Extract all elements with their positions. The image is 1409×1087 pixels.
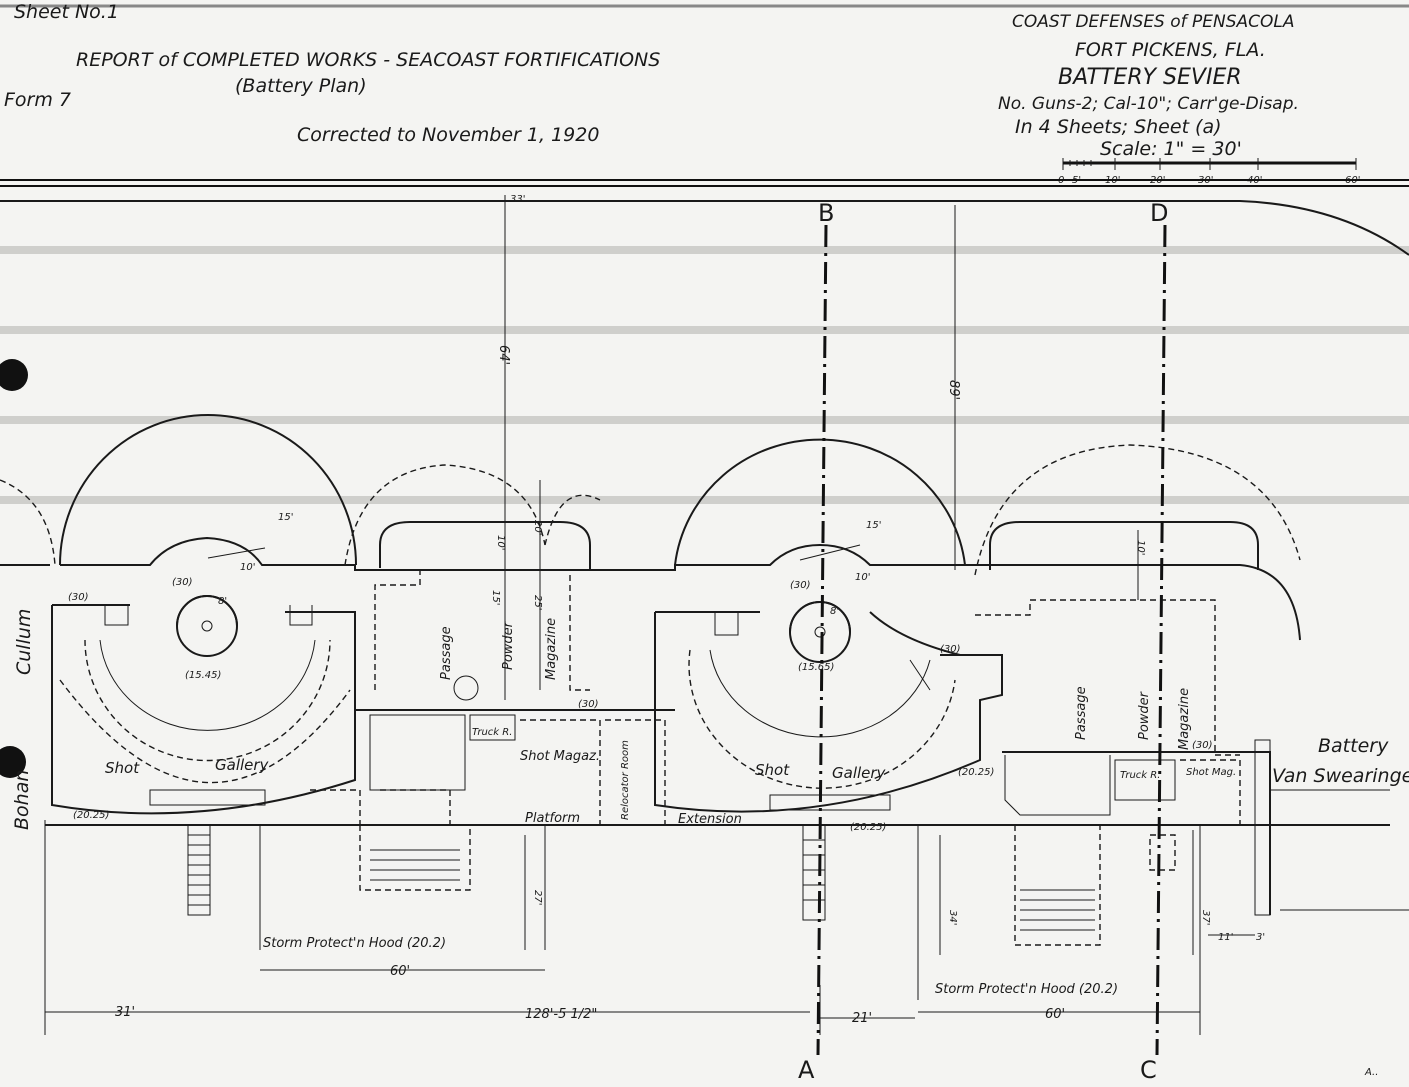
gun-emplacement-2 [654, 601, 1003, 921]
front-lines [44, 789, 1409, 1035]
extension-label: Extension [678, 812, 742, 827]
gun-emplacement-1 [51, 595, 356, 916]
report-title: REPORT of COMPLETED WORKS - SEACOAST FOR… [76, 49, 660, 71]
platform-label: Platform [525, 811, 580, 826]
dim-8: 8' [218, 596, 227, 607]
dim-10: 10' [495, 535, 506, 550]
form-number: Form 7 [4, 89, 71, 111]
elevation-labels: (30) (30) (15.45) (20.25) (30) (30) (15.… [68, 577, 1213, 833]
elevation: (30) [1192, 740, 1213, 751]
dim-89: 89' [946, 380, 961, 400]
binder-hole [0, 359, 28, 391]
dim-10: 10' [240, 562, 255, 573]
relocator-room-label: Relocator Room [620, 740, 631, 820]
dim-60: 60' [390, 964, 410, 979]
magazine-block-1 [310, 569, 675, 891]
dim-64: 64' [496, 345, 511, 365]
storm-hood-label: Storm Protect'n Hood (20.2) [263, 936, 446, 951]
title-block-right: COAST DEFENSES of PENSACOLA FORT PICKENS… [998, 12, 1360, 186]
dim-10: 10' [1135, 540, 1146, 555]
dim-37: 37' [1200, 910, 1211, 925]
guns-label: No. Guns-2; Cal-10"; Carr'ge-Disap. [998, 94, 1299, 114]
dimension-labels: 33' 64' 89' 20' 10' 15' 25' 15' 10' 8' 1… [115, 194, 1265, 1026]
axis-label-b: B [818, 199, 834, 227]
magazine-block-2 [975, 599, 1271, 946]
dim-128: 128'-5 1/2" [525, 1007, 597, 1022]
dim-60: 60' [1045, 1007, 1065, 1022]
dim-33: 33' [510, 194, 525, 205]
dim-3: 3' [1256, 932, 1265, 943]
powder-label: Powder [1137, 690, 1152, 740]
stairs [187, 824, 211, 916]
shot-magazine-label: Shot Magaz. [520, 749, 600, 764]
storm-hood-label: Storm Protect'n Hood (20.2) [935, 982, 1118, 997]
axis-line-d-c [1155, 224, 1167, 1056]
truck-room-label: Truck R. [1120, 770, 1160, 781]
elevation: (15.65) [798, 662, 834, 673]
dim-21: 21' [852, 1011, 872, 1026]
dim-20: 20' [532, 520, 543, 535]
elevation: (30) [940, 644, 961, 655]
parapet-arcs [0, 414, 1301, 641]
dim-8: 8' [830, 606, 839, 617]
dim-15: 15' [278, 512, 293, 523]
truck-room-label: Truck R. [472, 727, 512, 738]
elevation: (30) [790, 580, 811, 591]
binder-hole [0, 746, 26, 778]
shot-gallery-label: Shot [755, 761, 790, 779]
dim-31: 31' [115, 1005, 135, 1020]
shot-magazine-label: Shot Mag. [1186, 767, 1236, 778]
adjacent-battery-van-swearingen: Van Swearingen [1272, 765, 1409, 787]
elevation: (20.25) [850, 822, 886, 833]
axis-label-d: D [1150, 199, 1168, 227]
magazine-label: Magazine [544, 618, 559, 680]
elevation: (15.45) [185, 670, 221, 681]
fort-label: FORT PICKENS, FLA. [1075, 39, 1266, 61]
corrected-date: Corrected to November 1, 1920 [297, 124, 599, 146]
elevation: (30) [578, 699, 599, 710]
powder-label: Powder [501, 620, 516, 670]
scan-texture [0, 246, 1409, 504]
corner-mark: A.. [1364, 1067, 1378, 1078]
axis-label-a: A [798, 1056, 815, 1084]
passage-label: Passage [439, 626, 454, 680]
elevation: (30) [172, 577, 193, 588]
shot-gallery-label: Gallery [215, 756, 270, 774]
adjacent-battery-bohan: Bohan [11, 770, 33, 830]
dim-11: 11' [1218, 932, 1233, 943]
dim-27: 27' [532, 890, 543, 905]
dim-15: 15' [866, 520, 881, 531]
axis-label-c: C [1140, 1056, 1157, 1084]
dim-34: 34' [947, 910, 958, 925]
axis-line-b-a [816, 224, 828, 1056]
district-label: COAST DEFENSES of PENSACOLA [1012, 12, 1295, 32]
adjacent-battery-cullum: Cullum [13, 609, 35, 675]
dim-15: 15' [490, 590, 501, 605]
passage-label: Passage [1074, 686, 1089, 740]
dim-25: 25' [532, 595, 543, 610]
elevation: (20.25) [958, 767, 994, 778]
shot-gallery-label: Shot [105, 759, 140, 777]
crest-lines [0, 179, 1409, 256]
dimension-lines [45, 195, 1255, 1019]
elevation: (20.25) [73, 810, 109, 821]
shot-gallery-label: Gallery [832, 764, 887, 782]
room-labels: Cullum Bohan Battery Van Swearingen Shot… [11, 609, 1409, 1078]
adjacent-battery-label: Battery [1318, 735, 1389, 757]
sheet-number: Sheet No.1 [14, 1, 119, 23]
magazine-label: Magazine [1177, 688, 1192, 750]
report-subtitle: (Battery Plan) [235, 75, 367, 97]
elevation: (30) [68, 592, 89, 603]
scale-label: Scale: 1" = 30' [1100, 138, 1242, 160]
scale-bar: 0 5' 10' 20' 30' 40' 60' [1058, 158, 1360, 186]
stairs [802, 824, 826, 921]
battery-name: BATTERY SEVIER [1058, 65, 1242, 90]
dim-10: 10' [855, 572, 870, 583]
sheets-label: In 4 Sheets; Sheet (a) [1015, 116, 1222, 138]
